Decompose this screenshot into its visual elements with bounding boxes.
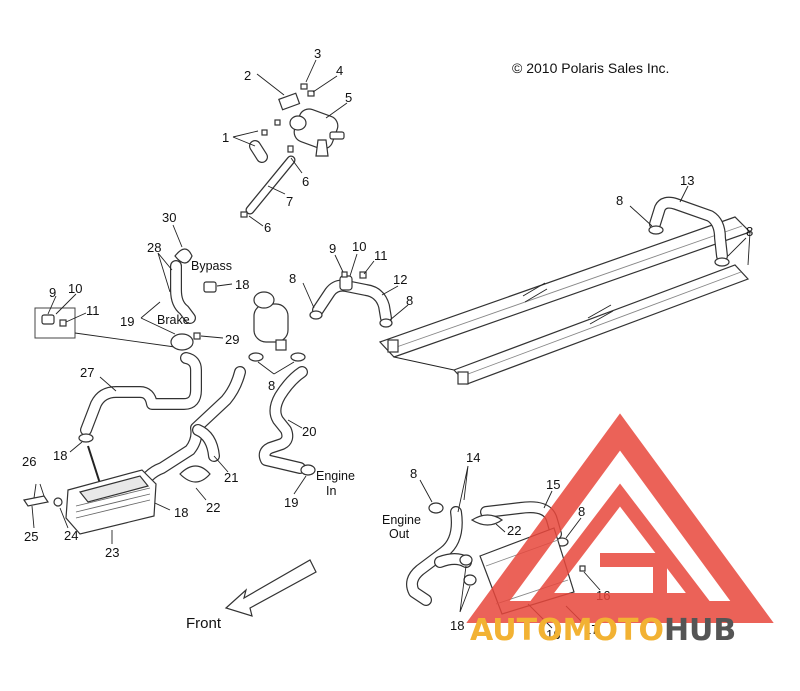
brake-label: Brake (157, 313, 190, 327)
clamp-8-thermo-left (248, 352, 264, 362)
callout-17: 17 (584, 622, 598, 637)
callout-8-radiator-right: 8 (746, 224, 753, 239)
callout-8-radiator-inlet: 8 (406, 293, 413, 308)
callout-25: 25 (24, 529, 38, 544)
callout-14: 14 (466, 450, 480, 465)
clamp-18-right-a (459, 554, 473, 566)
callout-21: 21 (224, 470, 238, 485)
callout-6-upper: 6 (302, 174, 309, 189)
callout-20: 20 (302, 424, 316, 439)
tee-fitting (170, 333, 194, 351)
clamp-8-radiator-right (714, 257, 730, 267)
engine-out-label-2: Out (389, 527, 410, 541)
cap-3 (300, 83, 308, 90)
clamp-18-bypass (203, 281, 217, 293)
callout-15: 15 (546, 477, 560, 492)
engine-out-label-1: Engine (382, 513, 421, 527)
coolant-recovery-bottle (278, 92, 345, 157)
clamp-8-hose12-right (379, 318, 393, 328)
clamp-22-right (470, 514, 504, 526)
callout-19-engine-in: 19 (284, 495, 298, 510)
fastener-24 (53, 497, 63, 507)
callout-5: 5 (345, 90, 352, 105)
engine-in-label-1: Engine (316, 469, 355, 483)
callout-18-right: 18 (450, 618, 464, 633)
callout-13: 13 (680, 173, 694, 188)
screw-16 (579, 565, 586, 572)
callout-18-mid: 18 (174, 505, 188, 520)
clamp-1b (274, 119, 281, 126)
bypass-label: Bypass (191, 259, 232, 273)
callout-8-engine-out: 8 (410, 466, 417, 481)
callout-1: 1 (222, 130, 229, 145)
bracket-25 (23, 495, 49, 507)
callout-16-lower: 16 (546, 627, 560, 642)
callout-22-right: 22 (507, 523, 521, 538)
callout-29: 29 (225, 332, 239, 347)
callout-27: 27 (80, 365, 94, 380)
clamp-6-upper (287, 145, 294, 153)
callout-18-left: 18 (53, 448, 67, 463)
watermark-auto: AUTOMOTOHUB (470, 613, 736, 648)
fitting-10-detail (41, 314, 55, 325)
callout-26: 26 (22, 454, 36, 469)
callout-10-upper: 10 (352, 239, 366, 254)
callout-8-radiator-left: 8 (616, 193, 623, 208)
washer-11-upper (359, 271, 367, 279)
clip-4 (307, 90, 315, 97)
callout-12: 12 (393, 272, 407, 287)
callout-18-bypass: 18 (235, 277, 249, 292)
clamp-8-engine-out (428, 502, 444, 514)
callout-4: 4 (336, 63, 343, 78)
clamp-18-left (78, 433, 94, 443)
callout-9-upper: 9 (329, 241, 336, 256)
clamp-8-thermo-right (290, 352, 306, 362)
callout-22-left: 22 (206, 500, 220, 515)
radiator (378, 216, 752, 385)
thermostat-housing (253, 291, 289, 351)
callout-9-detail: 9 (49, 285, 56, 300)
bleed-fitting (339, 275, 353, 291)
callout-2: 2 (244, 68, 251, 83)
callout-7: 7 (286, 194, 293, 209)
callout-8-pump: 8 (578, 504, 585, 519)
heat-exchanger-23 (65, 469, 157, 535)
callout-3: 3 (314, 46, 321, 61)
callout-8-thermo: 8 (268, 378, 275, 393)
copyright-text: © 2010 Polaris Sales Inc. (512, 60, 669, 76)
callout-28: 28 (147, 240, 161, 255)
bleed-screw-29 (193, 332, 201, 340)
callout-24: 24 (64, 528, 78, 543)
front-label: Front (186, 615, 222, 632)
clamp-1a (261, 129, 268, 136)
clamp-30 (174, 248, 193, 264)
clamp-18-right-b (463, 574, 477, 586)
automotohub-logo (466, 413, 774, 623)
clamp-8-radiator-left (648, 225, 664, 235)
callout-11-upper: 11 (374, 248, 388, 263)
clamp-22-left (179, 465, 211, 483)
callout-30: 30 (162, 210, 176, 225)
callout-10-detail: 10 (68, 281, 82, 296)
callout-23: 23 (105, 545, 119, 560)
washer-11-detail (59, 319, 67, 327)
engine-in-label-2: In (326, 484, 336, 498)
clamp-6-lower (240, 211, 248, 218)
screw-9-upper (341, 271, 348, 278)
callout-8-hose12: 8 (289, 271, 296, 286)
detail-inset (34, 307, 76, 339)
front-arrow (224, 559, 317, 617)
callout-6-lower: 6 (264, 220, 271, 235)
clamp-8-hose12-left (309, 310, 323, 320)
clamp-19-engine-in (300, 464, 316, 476)
callout-11-detail: 11 (86, 303, 100, 318)
callout-19-brake: 19 (120, 314, 134, 329)
